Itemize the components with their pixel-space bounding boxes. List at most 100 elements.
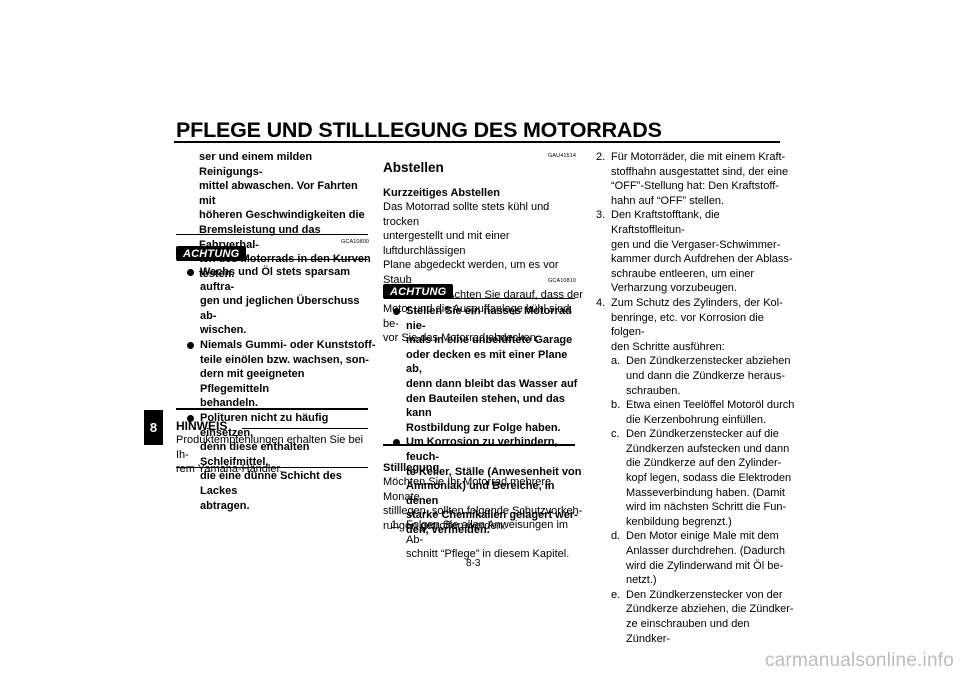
lettered-substep-line: kopf legen, sodass die Elektroden [626,472,792,485]
lettered-substep-line: die Zündkerze auf den Zylinder- [626,457,782,470]
lettered-substep-number: b. [611,399,621,412]
lettered-substep-number: c. [611,428,620,441]
caution-item-line: oder decken es mit einer Plane ab, [406,348,568,376]
caution-item-line: te Keller, Ställe (Anwesenheit von [406,465,582,478]
numbered-step-line: gen und die Vergaser-Schwimmer- [611,238,781,251]
note-line: Produktempfehlungen erhalten Sie bei Ih- [176,434,364,461]
caution-item-line: den, vermeiden. [406,523,490,536]
lettered-substep-line: Den Zündkerzenstecker abziehen [626,355,791,368]
caution-item-line: behandeln. [200,397,259,410]
section-title: Abstellen [383,160,444,175]
numbered-step-number: 3. [596,209,606,222]
caution-rule-1 [243,259,368,260]
paragraph-line: rungen getroffen werden: [383,519,506,532]
numbered-step-line: Verharzung vorzubeugen. [611,282,737,295]
intro-line: höheren Geschwindigkeiten die [199,209,365,222]
caution-item-line: den Bauteilen stehen, und das kann [406,392,565,420]
step-1-number: 1. [391,519,401,531]
caution-item-line: Rostbildung zur Folge haben. [406,421,561,434]
paragraph-line: Möchten Sie Ihr Motorrad mehrere Monate [383,476,552,503]
note-rule [242,428,368,429]
col1-rule-3 [176,467,368,468]
sub2-title: Stilllegung [383,462,440,474]
col3-steps: 2. Für Motorräder, die mit einem Kraft-st… [596,150,796,646]
caution-item-line: gen und jeglichen Überschuss ab- [200,295,360,322]
intro-line: mittel abwaschen. Vor Fahrten mit [199,180,358,207]
caution-item-line: Ammoniak) und Bereiche, in denen [406,480,555,507]
lettered-substep-line: die Kerzenbohrung einfüllen. [626,413,767,426]
caution-item-line: dern mit geeigneten Pflegemitteln [200,368,305,395]
watermark: carmanualsonline.info [764,650,954,671]
col2-rule [383,444,575,446]
caution-rule-2 [450,298,575,299]
numbered-step-number: 4. [596,296,606,309]
step-1: 1. Folgen Sie allen Anweisungen im Ab-sc… [391,518,586,562]
intro-line: ser und einem milden Reinigungs- [199,151,313,178]
caution-item-line: starke Chemikalien gelagert wer- [406,509,578,522]
col1-intro: ser und einem milden Reinigungs-mittel a… [199,150,374,281]
caution-item: Wachs und Öl stets sparsam auftra-gen un… [186,265,376,338]
lettered-substep-line: Den Zündkerzenstecker auf die [626,428,779,441]
caution-item-line: mals in eine unbelüftete Garage [406,334,573,347]
paragraph-line: vor Sie das Motorrad abdecken. [383,332,539,345]
lettered-substep-line: Anlasser durchdrehen. (Dadurch [626,545,785,558]
step-line: schnitt “Pflege” in diesem Kapitel. [406,548,570,561]
sub2-text: Möchten Sie Ihr Motorrad mehrere Monate s… [383,475,583,533]
numbered-step-line: schraube entleeren, um einer [611,267,755,280]
lettered-substep-line: netzt.) [626,574,657,587]
lettered-substep-number: a. [611,355,621,368]
numbered-step-line: “OFF”-Stellung hat: Den Kraftstoff- [611,180,779,193]
numbered-step-line: Den Kraftstofftank, die Kraftstoffleitun… [611,209,720,236]
step-line: Folgen Sie allen Anweisungen im Ab- [406,519,569,546]
caution-item-line: teile einölen bzw. wachsen, son- [200,353,369,366]
page-number: 8-3 [466,558,481,569]
paragraph-line: stilllegen, sollten folgende Schutzvorke… [383,505,583,518]
paragraph-line: Motor und die Auspuffanlage kühl sind, b… [383,303,573,330]
section-code: GAU41514 [548,153,577,159]
caution-code-1: GCA10800 [341,239,370,245]
numbered-step-line: Für Motorräder, die mit einem Kraft- [611,151,786,163]
caution-item-line: Wachs und Öl stets sparsam auftra- [200,266,350,293]
numbered-step-number: 2. [596,151,606,163]
numbered-step-line: kammer durch Aufdrehen der Ablass- [611,253,793,266]
note-text: Produktempfehlungen erhalten Sie bei Ih-… [176,433,376,477]
caution-item-line: Stellen Sie ein nasses Motorrad nie- [406,305,572,332]
lettered-substep-line: Zündkerze abziehen, die Zündker- [626,603,794,616]
caution-item-line: denn dann bleibt das Wasser auf [406,377,578,390]
caution-item-line: abtragen. [200,499,250,512]
caution-item: Polituren nicht zu häufig einsetzen,denn… [186,411,376,513]
caution-item: Um Korrosion zu verhindern, feuch-te Kel… [392,435,582,537]
chapter-tab: 8 [144,410,163,445]
intro-line: testen. [199,267,235,280]
lettered-substep-line: und dann die Zündkerze heraus- [626,369,785,382]
sub1-title: Kurzzeitiges Abstellen [383,187,500,199]
title-rule [174,141,780,143]
lettered-substep-line: kenbildung begrenzt.) [626,515,732,528]
note-line: rem Yamaha-Händler. [176,463,283,476]
numbered-step: 4.Zum Schutz des Zylinders, der Kol-benr… [596,296,796,354]
paragraph-line: untergestellt und mit einer luftdurchläs… [383,230,510,257]
caution-item-line: denn diese enthalten Schleifmittel, [200,441,310,468]
note-heading: HINWEIS [176,419,228,433]
caution-list-1: Wachs und Öl stets sparsam auftra-gen un… [186,265,376,513]
paragraph-line: Plane abgedeckt werden, um es vor Staub [383,259,559,286]
page-title: PFLEGE UND STILLLEGUNG DES MOTORRADS [176,118,662,142]
lettered-substep-line: Zündkerzen aufstecken und dann [626,442,790,455]
lettered-substep-line: Etwa einen Teelöffel Motoröl durch [626,399,795,412]
caution-item-line: wischen. [200,324,247,337]
caution-item-line: die eine dünne Schicht des Lackes [200,470,342,497]
lettered-substep-line: Den Zündkerzenstecker von der [626,588,783,601]
numbered-step-line: den Schritte ausführen: [611,340,725,353]
lettered-substep-line: ze einschrauben und den Zündker- [626,618,750,645]
numbered-step-line: stoffhahn ausgestattet sind, der eine [611,165,789,178]
caution-item-line: Niemals Gummi- oder Kunststoff- [200,338,376,351]
caution-list-2: Stellen Sie ein nasses Motorrad nie-mals… [392,304,582,538]
numbered-step-line: Zum Schutz des Zylinders, der Kol- [611,296,783,309]
col1-rule-2 [176,408,368,410]
lettered-substep-line: Den Motor einige Male mit dem [626,530,779,543]
